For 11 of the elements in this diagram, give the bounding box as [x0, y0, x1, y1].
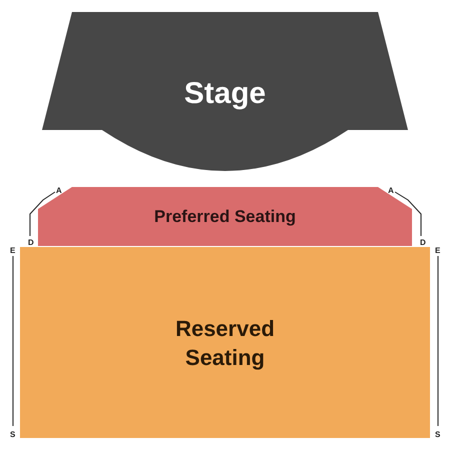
row-letter: S — [435, 430, 440, 439]
row-letter: D — [420, 238, 426, 247]
row-letter: S — [10, 430, 16, 439]
section-label: Reserved Seating — [174, 315, 276, 372]
section-label: Stage — [183, 76, 267, 112]
row-letter: D — [28, 238, 34, 247]
row-letter: E — [435, 246, 440, 255]
row-letter: E — [10, 246, 16, 255]
row-letter: A — [56, 186, 62, 195]
section-label: Preferred Seating — [153, 206, 297, 228]
row-letter: A — [388, 186, 394, 195]
